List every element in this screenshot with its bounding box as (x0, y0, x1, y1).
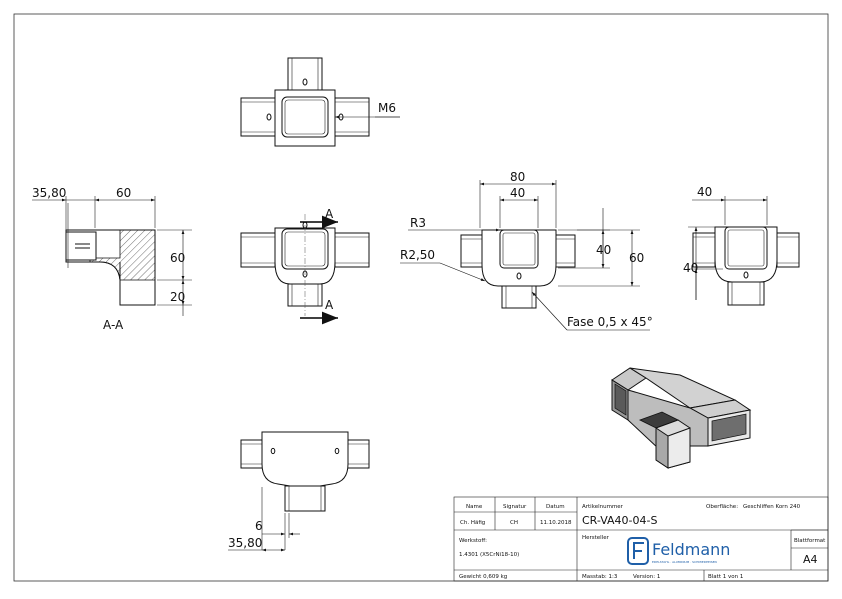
name-value: Ch. Häfig (460, 520, 485, 526)
feldmann-logo: Feldmann EDELSTAHL · ALUMINIUM · SCHMIED… (627, 537, 730, 565)
datum-value: 11.10.2018 (540, 520, 572, 526)
outer-height-dimension: 60 (629, 251, 644, 265)
slot-dimension: 6 (255, 519, 263, 533)
bottom-offset-dimension: 35,80 (228, 536, 262, 550)
artikel-label: Artikelnummer (582, 504, 624, 510)
inner-height-dimension: 40 (596, 243, 611, 257)
version-value: Version: 1 (633, 574, 660, 580)
side-view: 40 40 (683, 185, 800, 306)
side-width-dimension: 40 (697, 185, 712, 199)
front-view-with-cut: A A (240, 207, 370, 325)
werkstoff-value: 1.4301 (X5CrNi18-10) (459, 552, 519, 558)
gewicht-value: Gewicht 0,609 kg (459, 574, 507, 580)
oberflaeche-value: Geschliffen Korn 240 (743, 504, 801, 510)
blattformat-value: A4 (803, 553, 818, 566)
top-view: M6 (240, 57, 400, 147)
sheet-border (13, 13, 829, 582)
section-label: A-A (103, 318, 124, 332)
hersteller-label: Hersteller (582, 535, 610, 541)
chamfer-note: Fase 0,5 x 45° (567, 315, 653, 329)
col-datum-label: Datum (546, 504, 565, 510)
werkstoff-label: Werkstoff: (459, 538, 487, 544)
section-leg-dimension: 20 (170, 290, 185, 304)
section-view-a-a: 60 35,80 60 20 A-A (32, 186, 192, 332)
signatur-value: CH (510, 520, 518, 526)
col-name-label: Name (466, 504, 483, 510)
col-signatur-label: Signatur (503, 504, 527, 510)
oberflaeche-label: Oberfläche: (706, 504, 738, 510)
radius-r3: R3 (410, 216, 426, 230)
cut-label-top: A (325, 207, 334, 221)
front-view-dimensioned: 80 40 40 60 R3 R2,50 Fase 0,5 x 45° (400, 170, 653, 331)
section-width-dimension: 60 (116, 186, 131, 200)
massstab-value: Masstab: 1:3 (582, 574, 618, 580)
blatt-value: Blatt 1 von 1 (708, 574, 743, 580)
brand-tagline: EDELSTAHL · ALUMINIUM · SCHMIEDEEISEN (652, 560, 717, 564)
overall-width-dimension: 80 (510, 170, 525, 184)
brand-name: Feldmann (652, 540, 730, 559)
title-block: Name Signatur Datum Ch. Häfig CH 11.10.2… (453, 496, 829, 582)
artikel-value: CR-VA40-04-S (582, 514, 657, 527)
section-offset-dimension: 35,80 (32, 186, 66, 200)
radius-r250: R2,50 (400, 248, 435, 262)
isometric-render (611, 367, 752, 469)
cut-label-bottom: A (325, 298, 334, 312)
blattformat-label: Blattformat (794, 538, 826, 544)
section-height-dimension: 60 (170, 251, 185, 265)
bottom-view: 6 35,80 (228, 431, 370, 552)
inner-width-dimension: 40 (510, 186, 525, 200)
side-height-dimension: 40 (683, 261, 698, 275)
thread-dimension: M6 (378, 101, 396, 115)
